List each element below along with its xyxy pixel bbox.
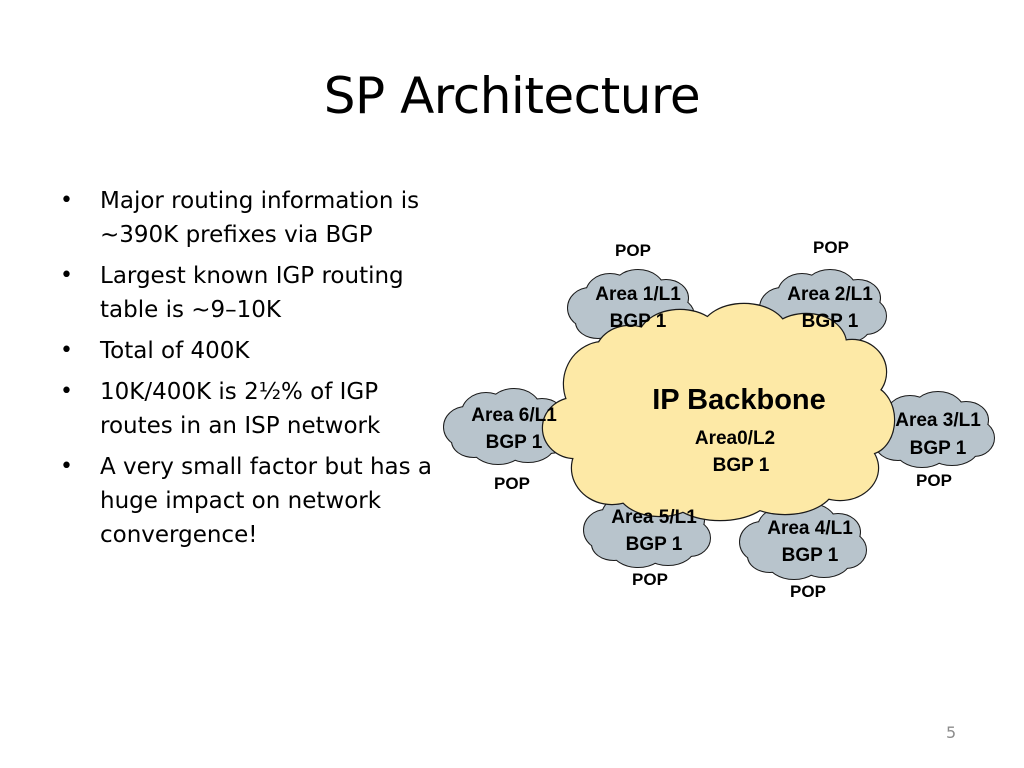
area5-bgp-label: BGP 1 [626, 534, 683, 555]
area2-bgp-label: BGP 1 [802, 311, 859, 332]
area4-cloud [739, 503, 867, 580]
area6-bgp-label: BGP 1 [486, 432, 543, 453]
area2-label: Area 2/L1 [787, 284, 873, 305]
bullet-list: Major routing information is ~390K prefi… [58, 184, 443, 559]
area1-label: Area 1/L1 [595, 284, 681, 305]
area5-pop-label: POP [632, 570, 668, 589]
area4-label: Area 4/L1 [767, 518, 853, 539]
area2-pop-label: POP [813, 238, 849, 257]
area4-bgp-label: BGP 1 [782, 545, 839, 566]
page-number: 5 [946, 723, 957, 742]
bullet-item: Major routing information is ~390K prefi… [58, 184, 443, 252]
backbone-title: IP Backbone [652, 384, 826, 416]
area3-bgp-label: BGP 1 [910, 438, 967, 459]
backbone-cloud-layer [541, 302, 896, 522]
bullet-item: Largest known IGP routing table is ~9–10… [58, 259, 443, 327]
area1-bgp-label: BGP 1 [610, 311, 667, 332]
bullet-item: 10K/400K is 2½% of IGP routes in an ISP … [58, 375, 443, 443]
area6-pop-label: POP [494, 474, 530, 493]
area4-pop-label: POP [790, 582, 826, 601]
slide-title: SP Architecture [323, 67, 701, 125]
area6-cloud [443, 388, 571, 465]
area3-pop-label: POP [916, 471, 952, 490]
bullet-item: Total of 400K [58, 334, 443, 368]
backbone-bgp-label: BGP 1 [713, 455, 770, 476]
backbone-cloud [541, 302, 896, 522]
area6-label: Area 6/L1 [471, 405, 557, 426]
area3-cloud [867, 391, 995, 468]
area1-pop-label: POP [615, 241, 651, 260]
backbone-area-label: Area0/L2 [695, 428, 775, 449]
area3-label: Area 3/L1 [895, 410, 981, 431]
bullet-item: A very small factor but has a huge impac… [58, 450, 443, 552]
area5-label: Area 5/L1 [611, 507, 697, 528]
